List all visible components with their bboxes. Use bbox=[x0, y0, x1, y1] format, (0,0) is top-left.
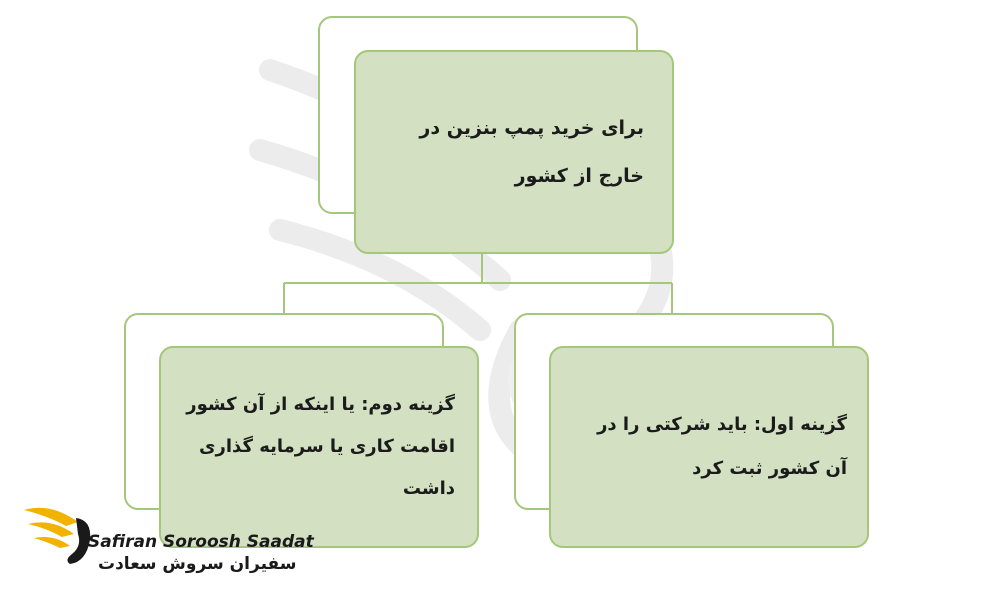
option-two-node: گزینه دوم: یا اینکه از آن کشور اقامت کار… bbox=[159, 346, 479, 548]
brand-name-en: Safiran Soroosh Saadat bbox=[88, 532, 314, 552]
option-one-node: گزینه اول: باید شرکتی را در آن کشور ثبت … bbox=[549, 346, 869, 548]
option-two-text: گزینه دوم: یا اینکه از آن کشور اقامت کار… bbox=[186, 394, 455, 499]
brand-name-fa: سفیران سروش سعادت bbox=[98, 554, 297, 574]
root-node-text: برای خرید پمپ بنزین در خارج از کشور bbox=[419, 117, 644, 187]
brand-logo: Safiran Soroosh Saadat سفیران سروش سعادت bbox=[20, 496, 314, 582]
option-one-text: گزینه اول: باید شرکتی را در آن کشور ثبت … bbox=[597, 414, 847, 479]
eagle-wing-icon bbox=[24, 507, 91, 564]
root-node: برای خرید پمپ بنزین در خارج از کشور bbox=[354, 50, 674, 254]
